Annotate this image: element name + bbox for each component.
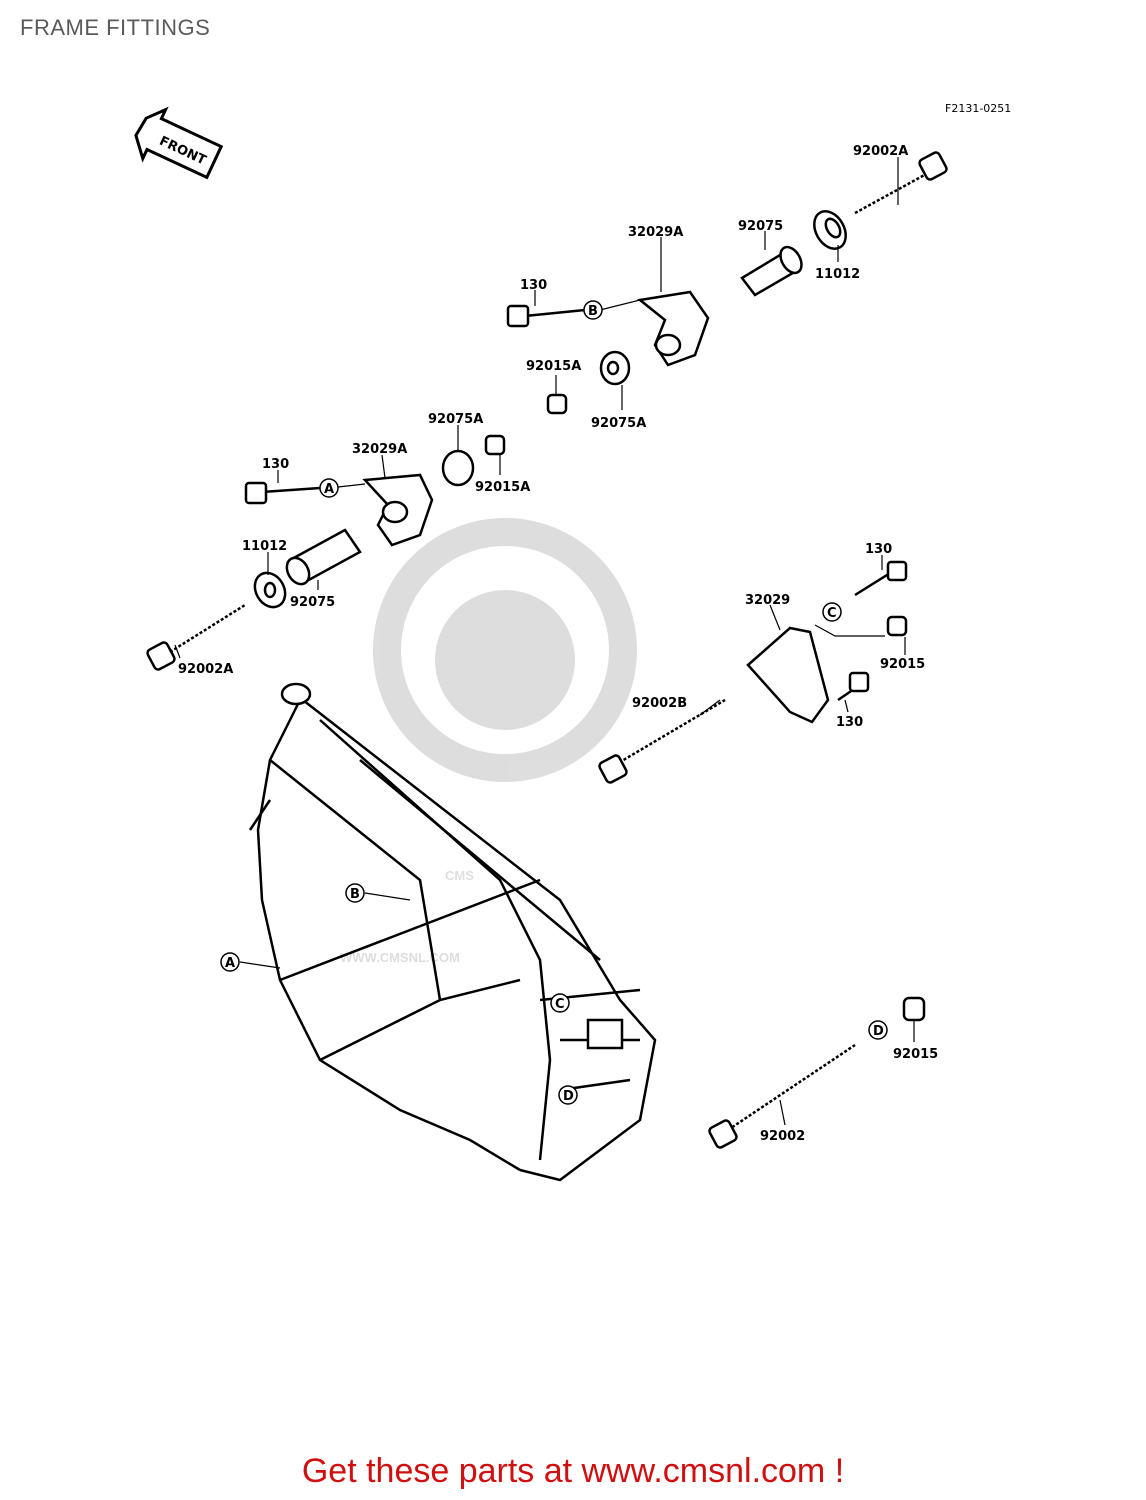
damper-92075a-left (441, 449, 475, 487)
callout-92015-right: 92015 (880, 657, 925, 672)
front-arrow-icon: FRONT (134, 106, 224, 180)
marker-a-frame: A (220, 952, 240, 972)
svg-text:C: C (827, 606, 837, 621)
bolt-130-left (261, 486, 321, 494)
marker-d-bottom: D (868, 1020, 888, 1040)
callout-32029a-left: 32029A (352, 442, 407, 457)
callout-92075-left: 92075 (290, 595, 335, 610)
svg-text:C: C (555, 997, 565, 1012)
callout-32029: 32029 (745, 593, 790, 608)
svg-text:A: A (225, 956, 235, 971)
bolt-92002b (614, 698, 726, 767)
nut-92015a-left (484, 434, 506, 456)
callout-92015-bottom: 92015 (893, 1047, 938, 1062)
callout-92002b: 92002B (632, 696, 687, 711)
motorcycle-frame (248, 682, 657, 1182)
marker-d-frame: D (558, 1085, 578, 1105)
nut-92015-right (886, 615, 908, 637)
bolt-92002 (727, 1043, 856, 1132)
marker-c-right: C (822, 602, 842, 622)
promo-link[interactable]: Get these parts at www.cmsnl.com ! (301, 1452, 845, 1490)
callout-32029a-top: 32029A (628, 225, 683, 240)
callout-11012-left: 11012 (242, 539, 287, 554)
callout-130-top: 130 (520, 278, 547, 293)
callout-92075a-left: 92075A (428, 412, 483, 427)
reference-code: F2131-0251 (945, 102, 1011, 115)
callout-92075a-top: 92075A (591, 416, 646, 431)
callout-11012-top: 11012 (815, 267, 860, 282)
callout-130-left: 130 (262, 457, 289, 472)
svg-text:D: D (563, 1089, 574, 1104)
marker-c-frame: C (550, 993, 570, 1013)
page-title: FRAME FITTINGS (20, 15, 211, 40)
svg-text:A: A (324, 482, 334, 497)
callout-92075-top: 92075 (738, 219, 783, 234)
watermark-brand: CMS (445, 868, 474, 883)
marker-b-top: B (583, 300, 603, 320)
plate-32029 (746, 626, 830, 724)
bolt-92002a-left (169, 603, 246, 654)
callout-130-right-bottom: 130 (836, 715, 863, 730)
svg-text:B: B (588, 304, 598, 319)
watermark-url: WWW.CMSNL.COM (340, 950, 460, 965)
callout-92015a-left: 92015A (475, 480, 530, 495)
bolt-130-top (524, 308, 586, 318)
marker-b-frame: B (345, 883, 365, 903)
callout-130-right-top: 130 (865, 542, 892, 557)
bolt-92002a-top (854, 151, 948, 215)
callout-92002a-left: 92002A (178, 662, 233, 677)
svg-text:D: D (873, 1024, 884, 1039)
callout-92002a-top: 92002A (853, 144, 908, 159)
watermark-logo: CMS WWW.CMSNL.COM (340, 518, 637, 965)
callout-92002: 92002 (760, 1129, 805, 1144)
marker-a-left: A (319, 478, 339, 498)
svg-text:B: B (350, 887, 360, 902)
nut-92015a-top (546, 393, 568, 415)
nut-92015-bottom (902, 996, 926, 1022)
callout-92015a-top: 92015A (526, 359, 581, 374)
